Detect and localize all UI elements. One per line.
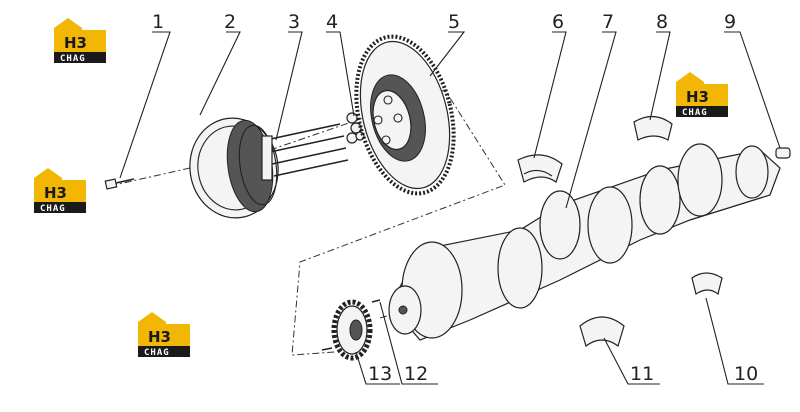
- callout-9: 9: [724, 11, 736, 33]
- part-washers: [346, 112, 365, 144]
- part-bearing-shell-6: [517, 154, 563, 183]
- callout-10: 10: [734, 363, 758, 385]
- callout-5: 5: [448, 11, 460, 33]
- logo-sub-text: CHAG: [60, 54, 86, 64]
- logo-sub-text: CHAG: [144, 348, 170, 358]
- part-flywheel: [354, 34, 456, 196]
- logo-sub-text: CHAG: [682, 108, 708, 118]
- callout-8: 8: [656, 11, 668, 33]
- logo-sub-text: CHAG: [40, 204, 66, 214]
- brand-logo-1: H3 CHAG: [54, 18, 106, 64]
- logo-mark-text: H3: [148, 328, 171, 346]
- part-crankshaft: [388, 143, 781, 341]
- part-bearing-shell-8: [633, 115, 673, 141]
- part-bolt-set: [261, 123, 349, 181]
- part-bearing-shell-10: [691, 272, 723, 296]
- brand-logo-4: H3 CHAG: [138, 312, 190, 358]
- callout-2: 2: [224, 11, 236, 33]
- callout-3: 3: [288, 11, 300, 33]
- callout-1: 1: [152, 11, 164, 33]
- brand-logo-3: H3 CHAG: [34, 168, 86, 214]
- part-bolt: [104, 178, 135, 190]
- brand-logo-2: H3 CHAG: [676, 72, 728, 118]
- callout-6: 6: [552, 11, 564, 33]
- callout-7: 7: [602, 11, 614, 33]
- callout-labels: 1 2 3 4 5 6 7 8 9 10 11 12 13: [152, 11, 758, 385]
- callout-4: 4: [326, 11, 338, 33]
- logo-mark-text: H3: [686, 88, 709, 106]
- callout-12: 12: [404, 363, 428, 385]
- part-key: [371, 299, 381, 303]
- logo-mark-text: H3: [64, 34, 87, 52]
- part-bearing-shell-11: [579, 316, 625, 347]
- part-timing-gear: [321, 299, 373, 361]
- leader-lines: [119, 31, 781, 385]
- callout-11: 11: [630, 363, 654, 385]
- part-dowel-pin: [775, 147, 791, 159]
- logo-mark-text: H3: [44, 184, 67, 202]
- callout-13: 13: [368, 363, 392, 385]
